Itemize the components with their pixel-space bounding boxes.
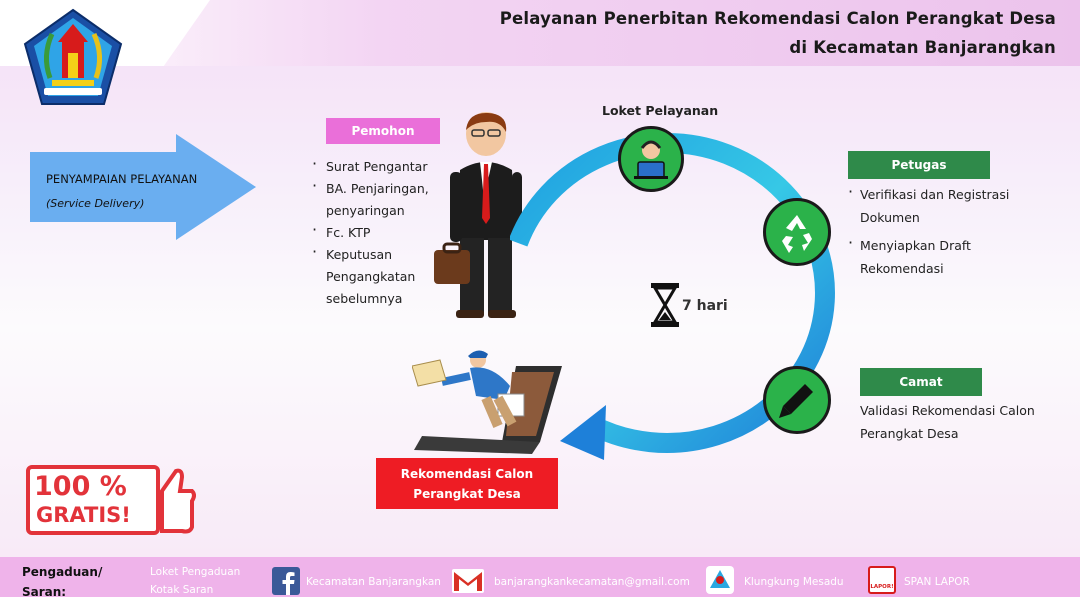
duration-label: 7 hari	[682, 298, 728, 314]
span-lapor-icon[interactable]: LAPOR!	[868, 566, 896, 594]
pengaduan-line2: Saran:	[22, 585, 67, 597]
facebook-icon[interactable]	[272, 567, 300, 595]
footer-facebook-link[interactable]: Kecamatan Banjarangkan	[306, 576, 441, 588]
page-title-line2: di Kecamatan Banjarangkan	[789, 38, 1056, 57]
list-item: Fc. KTP	[310, 219, 450, 244]
service-delivery-label: PENYAMPAIAN PELAYANAN	[46, 172, 198, 186]
applicant-person-icon	[434, 112, 522, 318]
page-title-line1: Pelayanan Penerbitan Rekomendasi Calon P…	[499, 9, 1056, 28]
badge-frame-icon	[26, 465, 196, 535]
pemohon-requirements-list: Surat Pengantar BA. Penjaringan, penyari…	[310, 153, 450, 310]
petugas-icon	[763, 198, 831, 266]
list-item: Surat Pengantar	[310, 153, 450, 178]
list-item: Menyiapkan Draft Rekomendasi	[846, 231, 1036, 280]
loket-icon	[618, 126, 684, 192]
loket-pelayanan-label: Loket Pelayanan	[602, 103, 719, 118]
pemohon-label: Pemohon	[326, 118, 440, 144]
klungkung-emblem-icon	[23, 8, 123, 105]
badge-gratis: GRATIS!	[36, 503, 131, 527]
badge-percent: 100 %	[34, 471, 127, 502]
footer-lapor-link[interactable]: SPAN LAPOR	[904, 576, 970, 588]
output-line1: Rekomendasi Calon	[400, 466, 534, 481]
petugas-tasks-list: Verifikasi dan Registrasi Dokumen Menyia…	[846, 180, 1036, 285]
lapor-icon-text: LAPOR!	[870, 584, 894, 590]
gmail-icon[interactable]	[452, 569, 484, 593]
header-band	[0, 0, 1080, 66]
pencil-icon	[779, 384, 813, 418]
list-item: Verifikasi dan Registrasi Dokumen	[846, 180, 1036, 229]
delivery-laptop-icon	[412, 350, 562, 454]
list-item: Keputusan Pengangkatan sebelumnya	[310, 241, 450, 310]
klungkung-mesadu-icon[interactable]	[706, 566, 734, 594]
free-service-badge: 100 % GRATIS!	[26, 465, 196, 535]
pengaduan-line1: Pengaduan/	[22, 565, 103, 579]
camat-icon	[763, 366, 831, 434]
footer-channel-loket: Loket Pengaduan	[150, 566, 241, 578]
customer-service-icon	[634, 140, 668, 179]
output-recommendation-box: Rekomendasi Calon Perangkat Desa	[376, 458, 558, 509]
arrow-shape-icon	[30, 134, 256, 240]
footer-klungkung-link[interactable]: Klungkung Mesadu	[744, 576, 844, 588]
list-item: BA. Penjaringan, penyaringan	[310, 175, 450, 222]
service-delivery-arrow: PENYAMPAIAN PELAYANAN (Service Delivery)	[30, 134, 256, 240]
output-line2: Perangkat Desa	[413, 486, 521, 501]
hourglass-icon	[651, 283, 679, 327]
service-delivery-sublabel: (Service Delivery)	[46, 197, 145, 210]
camat-description: Validasi Rekomendasi Calon Perangkat Des…	[860, 403, 1035, 441]
camat-label: Camat	[860, 368, 982, 396]
pengaduan-label: Pengaduan/ Saran:	[22, 562, 102, 597]
recycle-icon	[782, 215, 812, 253]
footer-channel-kotak: Kotak Saran	[150, 584, 214, 596]
petugas-label: Petugas	[848, 151, 990, 179]
footer-email-link[interactable]: banjarangkankecamatan@gmail.com	[494, 576, 690, 588]
footer-bar: Pengaduan/ Saran: Loket Pengaduan Kotak …	[0, 557, 1080, 597]
